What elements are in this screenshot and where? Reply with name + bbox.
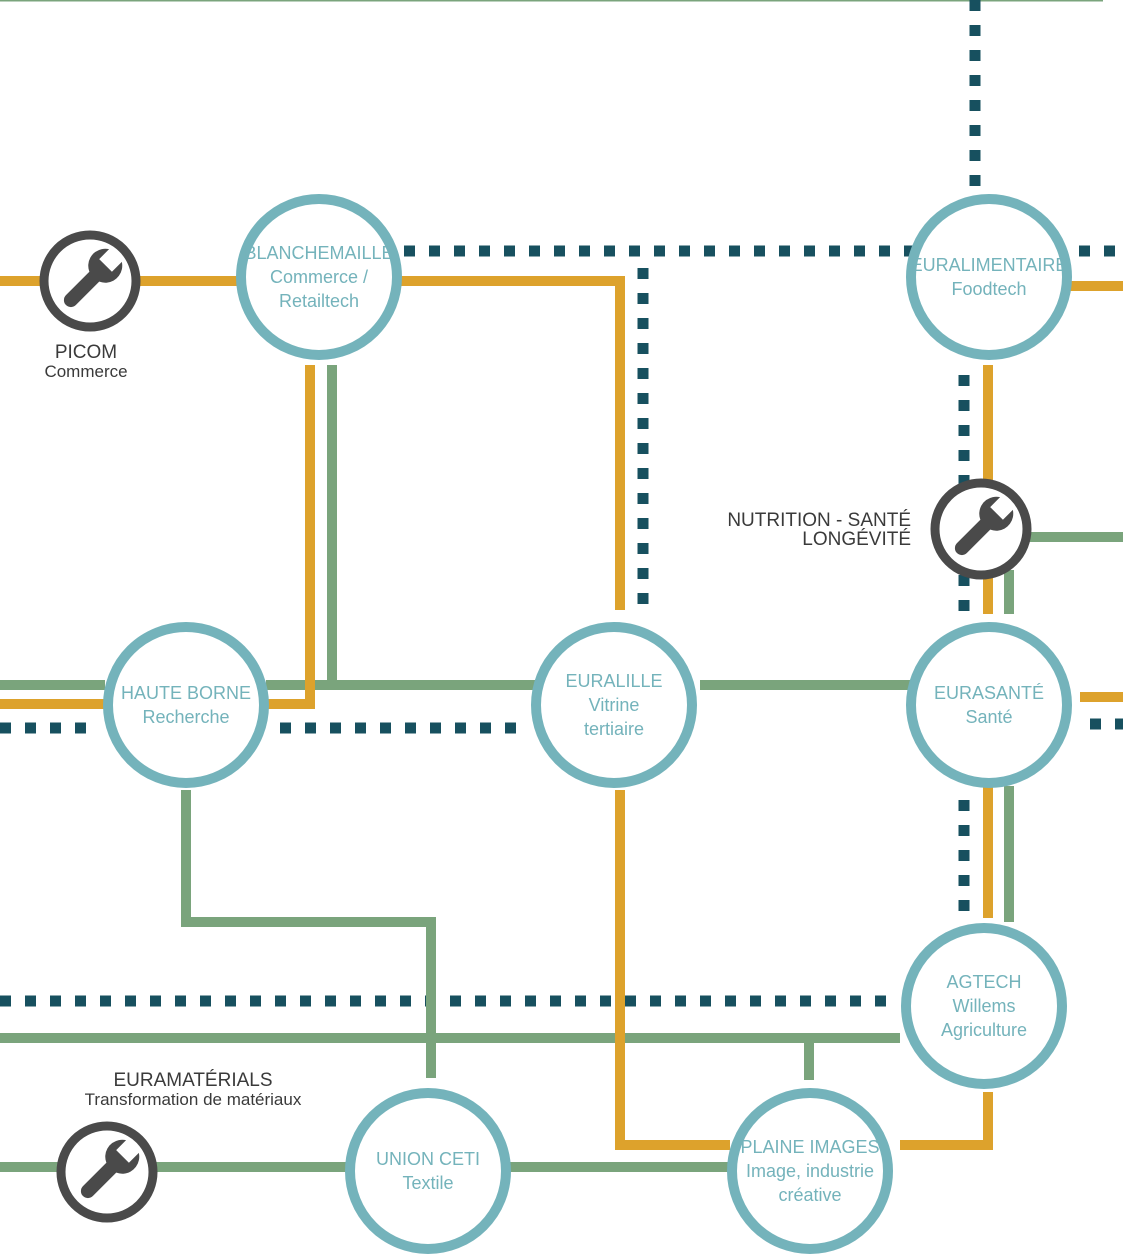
station-eurasante[interactable]: EURASANTÉ Santé	[906, 622, 1072, 788]
station-name: PLAINE IMAGES	[740, 1137, 880, 1157]
station-subtitle: Agriculture	[940, 1020, 1028, 1040]
station-haute-borne[interactable]: HAUTE BORNE Recherche	[103, 622, 269, 788]
tool-name: PICOM	[54, 342, 118, 363]
green-line	[181, 790, 436, 1078]
yellow-line	[615, 790, 730, 1150]
wrench-icon[interactable]	[929, 477, 1033, 581]
yellow-line	[900, 1092, 993, 1150]
station-subtitle: tertiaire	[583, 719, 645, 739]
station-subtitle: Willems	[952, 996, 1016, 1016]
station-name: EURALIMENTAIRE	[910, 255, 1068, 275]
station-subtitle: Retailtech	[278, 291, 360, 311]
station-agtech[interactable]: AGTECH Willems Agriculture	[901, 923, 1067, 1089]
tool-subtitle: LONGÉVITÉ	[802, 529, 911, 550]
station-name: EURALILLE	[565, 671, 663, 691]
wrench-icon[interactable]	[55, 1120, 159, 1224]
station-subtitle: Image, industrie	[745, 1161, 875, 1181]
station-plaine-images[interactable]: PLAINE IMAGES Image, industrie créative	[727, 1088, 893, 1254]
station-subtitle: Vitrine	[588, 695, 640, 715]
tool-subtitle: Commerce	[44, 362, 128, 381]
station-name: UNION CETI	[375, 1149, 480, 1169]
station-subtitle: créative	[778, 1185, 842, 1205]
yellow-line	[266, 365, 315, 709]
tool-label-picom: PICOM Commerce	[37, 343, 135, 381]
tool-label-nutrition: NUTRITION - SANTÉ LONGÉVITÉ	[700, 511, 911, 549]
station-name: BLANCHEMAILLE	[244, 243, 394, 263]
station-subtitle: Santé	[965, 707, 1013, 727]
station-union-ceti[interactable]: UNION CETI Textile	[345, 1088, 511, 1254]
station-subtitle: Textile	[402, 1173, 454, 1193]
station-subtitle: Recherche	[142, 707, 230, 727]
station-subtitle: Foodtech	[951, 279, 1027, 299]
station-euralille[interactable]: EURALILLE Vitrine tertiaire	[531, 622, 697, 788]
tool-label-euramaterials: EURAMATÉRIALS Transformation de matériau…	[60, 1071, 326, 1109]
station-name: HAUTE BORNE	[120, 683, 252, 703]
station-blanchemaille[interactable]: BLANCHEMAILLE Commerce / Retailtech	[236, 194, 402, 360]
tool-name: NUTRITION - SANTÉ	[727, 510, 911, 531]
tool-subtitle: Transformation de matériaux	[84, 1090, 302, 1109]
station-name: AGTECH	[946, 972, 1022, 992]
wrench-icon[interactable]	[38, 229, 142, 333]
yellow-line	[398, 276, 625, 610]
station-name: EURASANTÉ	[933, 683, 1045, 703]
station-subtitle: Commerce /	[269, 267, 368, 287]
tool-name: EURAMATÉRIALS	[113, 1070, 273, 1091]
station-euralimentaire[interactable]: EURALIMENTAIRE Foodtech	[906, 194, 1072, 360]
